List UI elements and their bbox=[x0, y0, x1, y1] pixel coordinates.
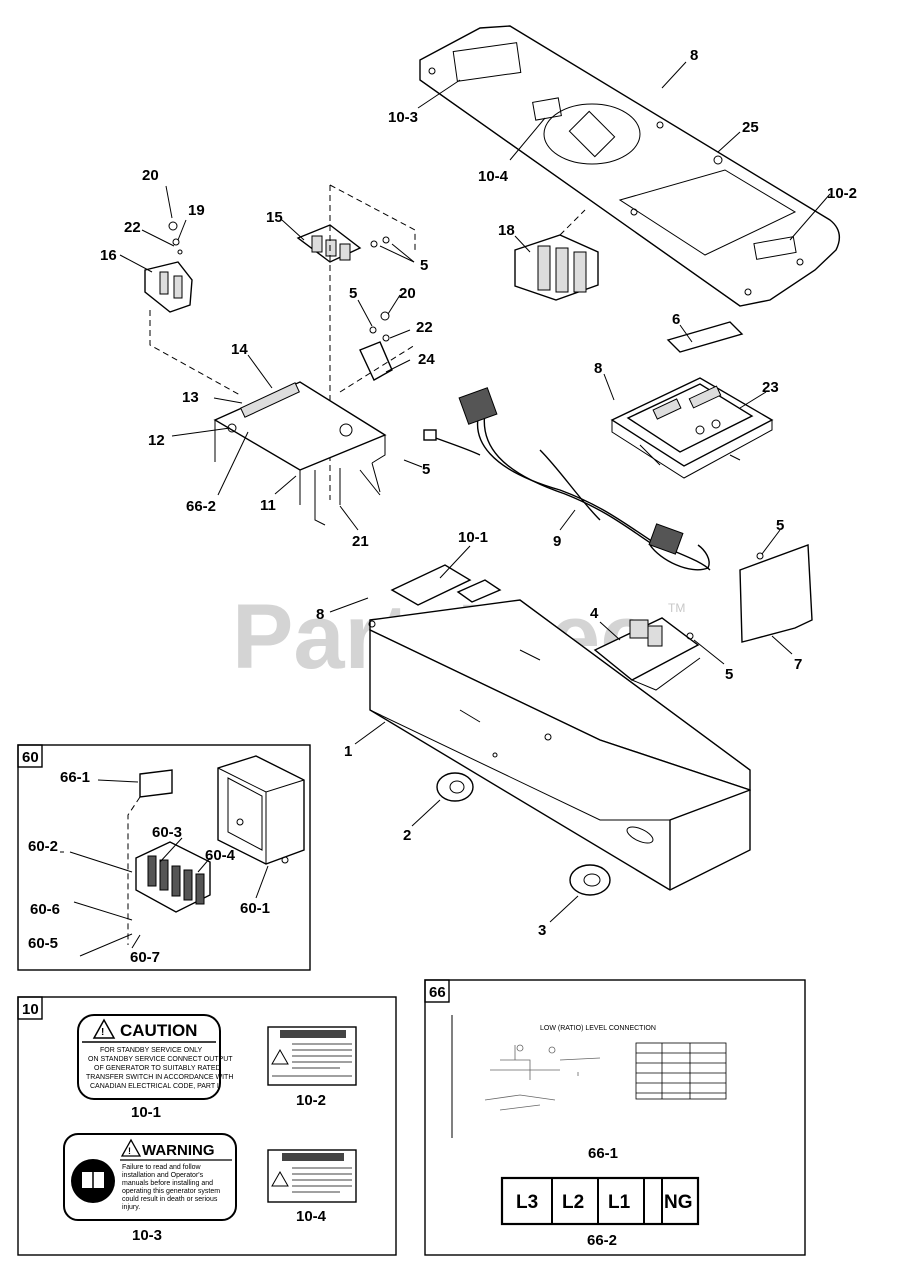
label-66-1: 66-1 bbox=[588, 1145, 618, 1162]
callout-10-2: 10-2 bbox=[827, 185, 857, 202]
detail-box-66: 66 LOW (RATIO) LEVEL CONNECTION 66-1 bbox=[424, 979, 806, 1256]
callout-8-top: 8 bbox=[690, 47, 698, 64]
small-bracket bbox=[144, 221, 193, 313]
label-66-2: 66-2 bbox=[587, 1232, 617, 1249]
main-tray bbox=[368, 599, 751, 891]
callout-4: 4 bbox=[590, 605, 599, 622]
box-60-tag: 60 bbox=[22, 749, 39, 766]
callout-14: 14 bbox=[231, 341, 248, 358]
callout-25: 25 bbox=[742, 119, 759, 136]
callout-5-harness: 5 bbox=[422, 461, 430, 478]
box60-60-2: 60-2 bbox=[28, 838, 58, 855]
callout-8-tray: 8 bbox=[316, 606, 324, 623]
top-cover-plate bbox=[419, 25, 841, 307]
label-10-4: 10-4 bbox=[296, 1208, 327, 1225]
callout-24: 24 bbox=[418, 351, 435, 368]
box60-60-3: 60-3 bbox=[152, 824, 182, 841]
box60-60-1: 60-1 bbox=[240, 900, 270, 917]
callout-5-board: 5 bbox=[725, 666, 733, 683]
caution-line-5: CANADIAN ELECTRICAL CODE, PART I bbox=[90, 1083, 219, 1090]
terminal-l3: L3 bbox=[516, 1192, 538, 1213]
bracket-24 bbox=[359, 311, 393, 381]
warning-line-5: could result in death or serious bbox=[122, 1196, 218, 1203]
callout-23: 23 bbox=[762, 379, 779, 396]
connection-diagram-title: LOW (RATIO) LEVEL CONNECTION bbox=[540, 1025, 656, 1032]
callout-10-1: 10-1 bbox=[458, 529, 488, 546]
detail-box-60: 60 66-1 60-3 60-4 60-2 60-1 60-6 60-5 60… bbox=[17, 744, 311, 971]
callout-3: 3 bbox=[538, 922, 546, 939]
callout-10-4: 10-4 bbox=[478, 168, 509, 185]
box-66-tag: 66 bbox=[429, 984, 446, 1001]
svg-text:!: ! bbox=[128, 1146, 131, 1156]
caution-line-1: FOR STANDBY SERVICE ONLY bbox=[100, 1047, 203, 1054]
label-10-1: 10-1 bbox=[131, 1104, 161, 1121]
caution-line-3: OF GENERATOR TO SUITABLY RATED bbox=[94, 1065, 221, 1072]
warning-line-2: installation and Operator's bbox=[122, 1172, 204, 1179]
terminal-label-strip bbox=[500, 1176, 700, 1226]
base-plate bbox=[213, 381, 387, 526]
caution-heading: CAUTION bbox=[120, 1021, 197, 1040]
caution-line-4: TRANSFER SWITCH IN ACCORDANCE WITH bbox=[86, 1074, 233, 1081]
warning-label-big bbox=[63, 1133, 237, 1221]
callout-20-left: 20 bbox=[142, 167, 159, 184]
label-10-3: 10-3 bbox=[132, 1227, 162, 1244]
callout-13: 13 bbox=[182, 389, 199, 406]
cover-plate-7 bbox=[739, 544, 813, 643]
callout-22-mid: 22 bbox=[416, 319, 433, 336]
box60-60-6: 60-6 bbox=[30, 901, 60, 918]
box60-66-1: 66-1 bbox=[60, 769, 90, 786]
callout-11: 11 bbox=[260, 497, 276, 514]
callout-5-plate: 5 bbox=[776, 517, 784, 534]
box-10-tag: 10 bbox=[22, 1001, 39, 1018]
detail-box-10: 10 ! CAUTION FOR STANDBY SERVICE ONLY ON… bbox=[17, 996, 397, 1256]
callout-7: 7 bbox=[794, 656, 802, 673]
callout-2: 2 bbox=[403, 827, 411, 844]
callout-10-3: 10-3 bbox=[388, 109, 418, 126]
callout-15: 15 bbox=[266, 209, 283, 226]
callout-21: 21 bbox=[352, 533, 369, 550]
label-10-1-sticker bbox=[390, 564, 472, 606]
callout-66-2: 66-2 bbox=[186, 498, 216, 515]
warning-line-3: manuals before installing and bbox=[122, 1180, 213, 1187]
watermark-tm: TM bbox=[668, 601, 685, 615]
circuit-board bbox=[593, 617, 701, 691]
callout-1: 1 bbox=[344, 743, 352, 760]
callout-16: 16 bbox=[100, 247, 117, 264]
box60-60-4: 60-4 bbox=[205, 847, 236, 864]
box60-60-7: 60-7 bbox=[130, 949, 160, 966]
callout-12: 12 bbox=[148, 432, 165, 449]
box60-60-5: 60-5 bbox=[28, 935, 58, 952]
warning-line-4: operating this generator system bbox=[122, 1188, 220, 1195]
rubber-foot-3 bbox=[569, 864, 611, 896]
callout-5-mid: 5 bbox=[349, 285, 357, 302]
callout-5-bracket: 5 bbox=[420, 257, 428, 274]
warning-heading: WARNING bbox=[142, 1142, 215, 1159]
terminal-ng: NG bbox=[664, 1192, 693, 1213]
caution-line-2: ON STANDBY SERVICE CONNECT OUTPUT bbox=[88, 1056, 233, 1063]
callout-9: 9 bbox=[553, 533, 561, 550]
terminal-l1: L1 bbox=[608, 1192, 631, 1213]
control-panel bbox=[610, 321, 774, 479]
warning-line-6: injury. bbox=[122, 1204, 140, 1211]
callout-18: 18 bbox=[498, 222, 515, 239]
svg-text:!: ! bbox=[101, 1027, 104, 1038]
terminal-bracket bbox=[296, 224, 390, 263]
warning-line-1: Failure to read and follow bbox=[122, 1164, 202, 1171]
wiring-harness bbox=[423, 387, 711, 571]
leader-lines bbox=[119, 61, 831, 923]
callout-20-mid: 20 bbox=[399, 285, 416, 302]
callout-8-panel: 8 bbox=[594, 360, 602, 377]
label-10-2: 10-2 bbox=[296, 1092, 326, 1109]
rubber-foot-2 bbox=[436, 772, 474, 802]
callout-19: 19 bbox=[188, 202, 205, 219]
callout-22-left: 22 bbox=[124, 219, 141, 236]
callout-6: 6 bbox=[672, 311, 680, 328]
relay-block bbox=[514, 209, 599, 301]
terminal-l2: L2 bbox=[562, 1192, 584, 1213]
